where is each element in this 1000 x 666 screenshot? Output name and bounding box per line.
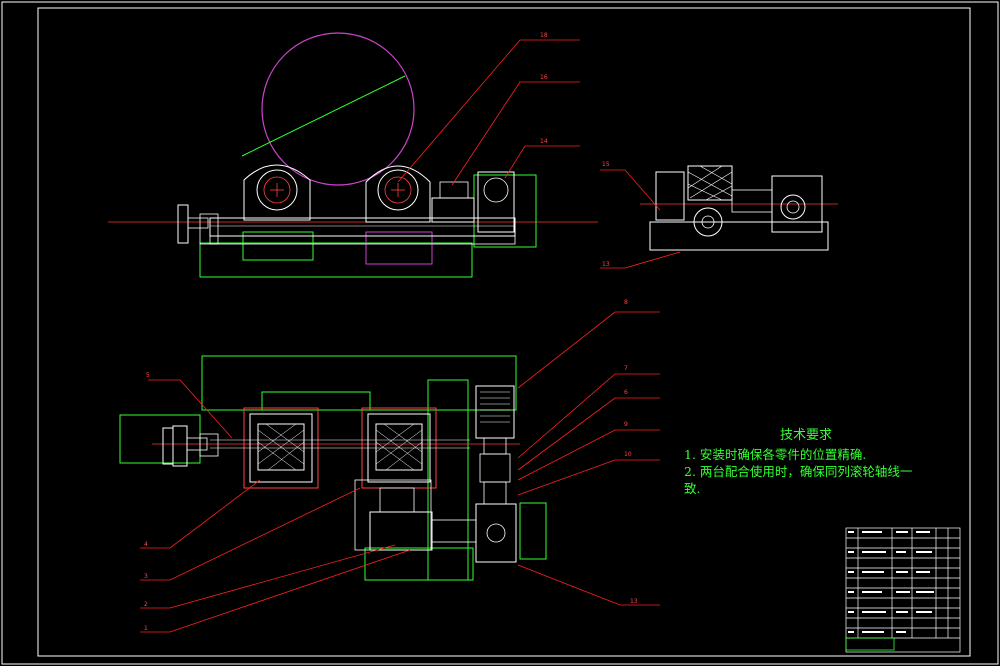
roller-left	[256, 169, 298, 211]
label-3: 3	[144, 573, 148, 580]
side-gearbox	[771, 175, 823, 233]
rail	[209, 217, 516, 237]
label-16: 16	[540, 74, 548, 81]
side-view	[640, 165, 838, 251]
plan-motor-upper	[475, 385, 515, 439]
inner-frame	[37, 7, 971, 657]
plan-frame-small	[519, 502, 547, 560]
plan-view	[119, 355, 547, 581]
plan-gearbox	[475, 503, 517, 563]
title-block-green-strip	[845, 637, 895, 651]
tech-requirement-2-cont: 致.	[684, 481, 701, 496]
gear-housing	[439, 181, 469, 199]
label-15: 15	[602, 161, 610, 168]
label-2: 2	[144, 601, 148, 608]
side-base	[649, 221, 829, 251]
tech-requirement-2: 2. 两台配合使用时，确保同列滚轮轴线一	[684, 464, 913, 479]
title-block-marks	[848, 531, 934, 633]
label-10: 10	[624, 451, 632, 458]
base-outline	[199, 242, 473, 278]
roller-stand-left	[243, 164, 311, 221]
rail-bottom	[209, 235, 516, 245]
label-14: 14	[540, 138, 548, 145]
plan-frame-left	[119, 414, 201, 464]
workpiece-diagonal	[241, 75, 406, 157]
title-block	[845, 527, 961, 653]
side-reducer	[687, 165, 733, 201]
part-labels: 18 16 14 15 13 8 7 6 9 10 13 5 4 3 2 1	[144, 32, 638, 632]
label-5: 5	[146, 372, 150, 379]
side-shaft	[731, 189, 773, 213]
leaders	[140, 39, 681, 633]
motor-body	[477, 171, 515, 233]
roller-stand-right	[365, 165, 431, 223]
handwheel	[177, 204, 189, 244]
roller-right	[377, 169, 419, 211]
plan-motor-lower	[369, 511, 433, 551]
plan-slide	[354, 479, 432, 551]
workpiece-circle	[261, 32, 415, 186]
plan-frame-top	[201, 355, 517, 411]
side-motor	[655, 171, 685, 221]
label-4: 4	[144, 541, 148, 548]
tech-requirements-title: 技术要求	[780, 428, 833, 443]
pit-right	[365, 231, 433, 265]
side-wheel	[693, 207, 723, 237]
label-13-bottom: 13	[630, 598, 638, 605]
label-18: 18	[540, 32, 548, 39]
label-13-top: 13	[602, 261, 610, 268]
handwheel-bracket	[199, 213, 219, 245]
plan-frame-mid	[261, 391, 371, 411]
handwheel-shaft	[187, 217, 209, 229]
label-8: 8	[624, 299, 628, 306]
label-6: 6	[624, 389, 628, 396]
pit-left	[242, 231, 314, 261]
front-view	[108, 32, 598, 278]
tech-requirement-1: 1. 安装时确保各零件的位置精确.	[684, 447, 867, 462]
label-9: 9	[624, 421, 628, 428]
roller-right-hub	[384, 176, 412, 204]
motor-end	[483, 177, 509, 203]
label-1: 1	[144, 625, 148, 632]
plan-frame-bottom	[364, 547, 474, 581]
roller-left-hub	[263, 176, 291, 204]
label-7: 7	[624, 365, 628, 372]
